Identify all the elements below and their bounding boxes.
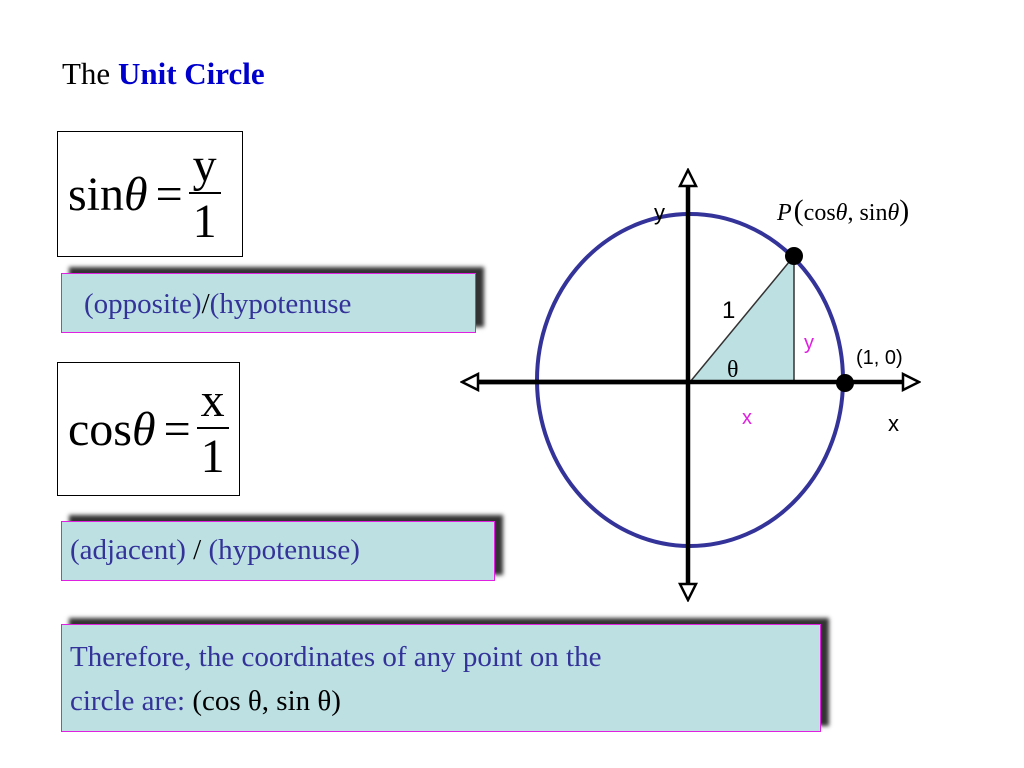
conclusion-callout: Therefore, the coordinates of any point … <box>61 624 821 732</box>
point-one-zero <box>836 374 854 392</box>
cos-fraction: x 1 <box>196 374 229 481</box>
point-P-comma: , <box>847 200 859 226</box>
cos-slash: / <box>185 534 209 566</box>
sin-equals: = <box>155 167 183 221</box>
cos-ratio-callout: (adjacent) / (hypotenuse) <box>61 521 495 581</box>
opposite-text: (opposite) <box>84 288 202 320</box>
point-P-theta-1: θ <box>836 200 848 226</box>
cos-hypotenuse-text: (hypotenuse) <box>208 534 360 566</box>
cos-func: cos <box>68 402 132 456</box>
leg-y-label: y <box>804 332 814 354</box>
point-P-sin: sin <box>859 200 887 226</box>
cos-denominator: 1 <box>196 427 229 481</box>
x-axis-label: x <box>888 411 899 436</box>
conclusion-coords: (cos θ, sin θ) <box>192 685 341 717</box>
sin-theta: θ <box>124 167 148 221</box>
sin-fraction: y 1 <box>188 139 221 246</box>
slide-title: The Unit Circle <box>62 56 265 92</box>
point-P-close-paren: ) <box>899 194 909 227</box>
cos-equals: = <box>163 402 191 456</box>
point-P-label: P(cosθ, sinθ) <box>776 194 909 227</box>
unit-point-label: (1, 0) <box>856 347 903 369</box>
hypotenuse-label: 1 <box>722 297 735 324</box>
conclusion-lead: circle are: <box>70 685 193 717</box>
conclusion-line-1: Therefore, the coordinates of any point … <box>70 641 602 673</box>
title-prefix: The <box>62 56 111 91</box>
title-accent: Unit Circle <box>117 56 265 91</box>
point-P-letter: P <box>776 200 792 226</box>
cos-formula-lhs: cosθ <box>68 402 156 457</box>
sin-denominator: 1 <box>188 192 221 246</box>
cos-numerator: x <box>200 374 225 427</box>
conclusion-line-2: circle are: (cos θ, sin θ) <box>70 679 820 723</box>
sin-formula-box: sinθ = y 1 <box>57 131 243 257</box>
leg-x-label: x <box>742 407 752 429</box>
sin-hypotenuse-text: (hypotenuse <box>209 288 352 320</box>
sin-slash: / <box>201 288 210 320</box>
y-axis-label: y <box>654 200 665 225</box>
cos-formula-box: cosθ = x 1 <box>57 362 240 496</box>
sin-numerator: y <box>192 139 217 192</box>
sin-func: sin <box>68 167 125 221</box>
point-P-cos: cos <box>804 200 836 226</box>
adjacent-text: (adjacent) <box>70 534 186 566</box>
sin-formula-lhs: sinθ <box>68 167 148 222</box>
cos-theta: θ <box>131 402 156 456</box>
point-P-open-paren: ( <box>794 194 804 227</box>
sin-ratio-callout: (opposite)/(hypotenuse <box>61 273 476 333</box>
reference-triangle <box>688 253 795 383</box>
point-P-theta-2: θ <box>887 200 899 226</box>
point-P <box>785 247 803 265</box>
angle-label: θ <box>727 357 739 383</box>
